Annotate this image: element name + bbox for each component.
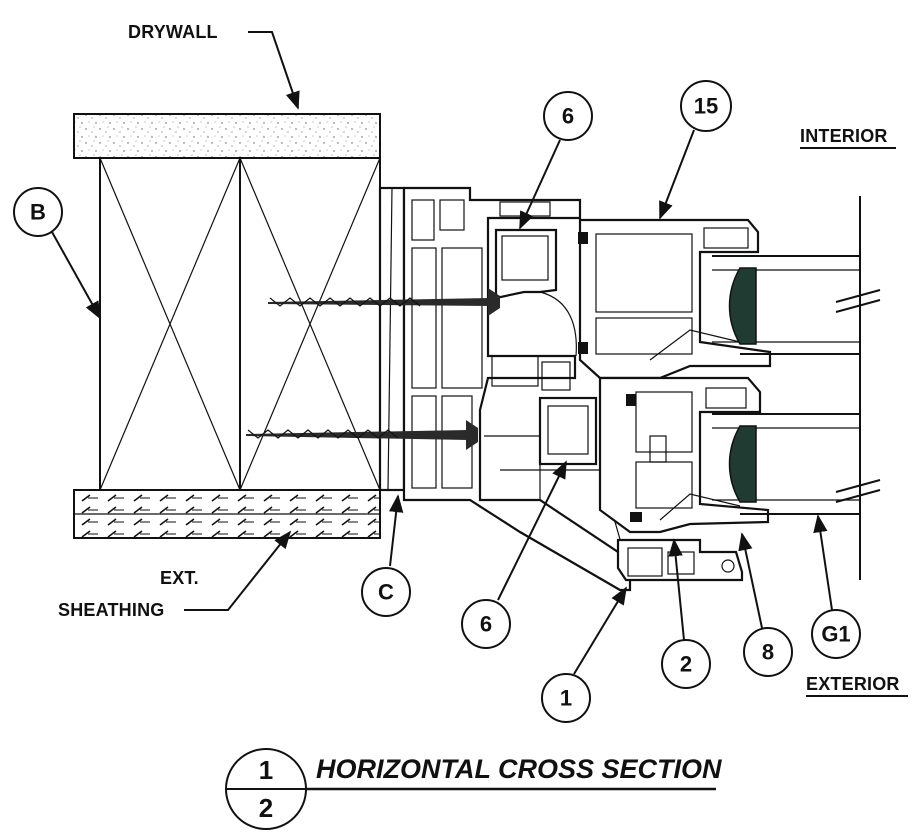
section-title-block: 1 2 HORIZONTAL CROSS SECTION — [225, 748, 722, 830]
sill-track-profile — [616, 538, 744, 582]
lower-sash-profile — [598, 376, 770, 534]
window-frame-profile — [402, 186, 632, 592]
section-title: HORIZONTAL CROSS SECTION — [316, 754, 722, 784]
svg-text:B: B — [30, 200, 46, 225]
callout-g1: G1 — [811, 609, 861, 659]
sheathing-label-line1: EXT. — [160, 568, 199, 588]
callout-8: 8 — [743, 627, 793, 677]
callout-15: 15 — [680, 80, 732, 132]
sheathing-label-line2: SHEATHING — [58, 600, 164, 620]
callout-6-bottom: 6 — [461, 599, 511, 649]
exterior-sheathing — [73, 489, 381, 539]
callout-b: B — [13, 187, 63, 237]
svg-text:6: 6 — [562, 104, 574, 129]
wood-stud — [99, 157, 381, 491]
svg-text:15: 15 — [694, 94, 718, 119]
insulated-glass-units — [712, 196, 881, 580]
detail-number: 1 — [259, 755, 273, 785]
shim-strip — [378, 186, 406, 492]
svg-text:2: 2 — [680, 652, 692, 677]
interior-label: INTERIOR — [800, 126, 888, 146]
svg-text:1: 1 — [560, 686, 572, 711]
upper-screw — [268, 288, 500, 316]
callout-1: 1 — [541, 673, 591, 723]
callout-2: 2 — [661, 639, 711, 689]
drywall-label: DRYWALL — [128, 22, 218, 42]
svg-text:C: C — [378, 580, 394, 605]
svg-text:6: 6 — [480, 612, 492, 637]
svg-text:G1: G1 — [821, 622, 850, 647]
callout-6-top: 6 — [543, 91, 593, 141]
exterior-label: EXTERIOR — [806, 674, 900, 694]
drywall-board — [73, 113, 381, 159]
callout-c: C — [361, 567, 411, 617]
lower-screw — [246, 420, 478, 450]
svg-text:8: 8 — [762, 640, 774, 665]
sheet-number: 2 — [259, 793, 273, 823]
